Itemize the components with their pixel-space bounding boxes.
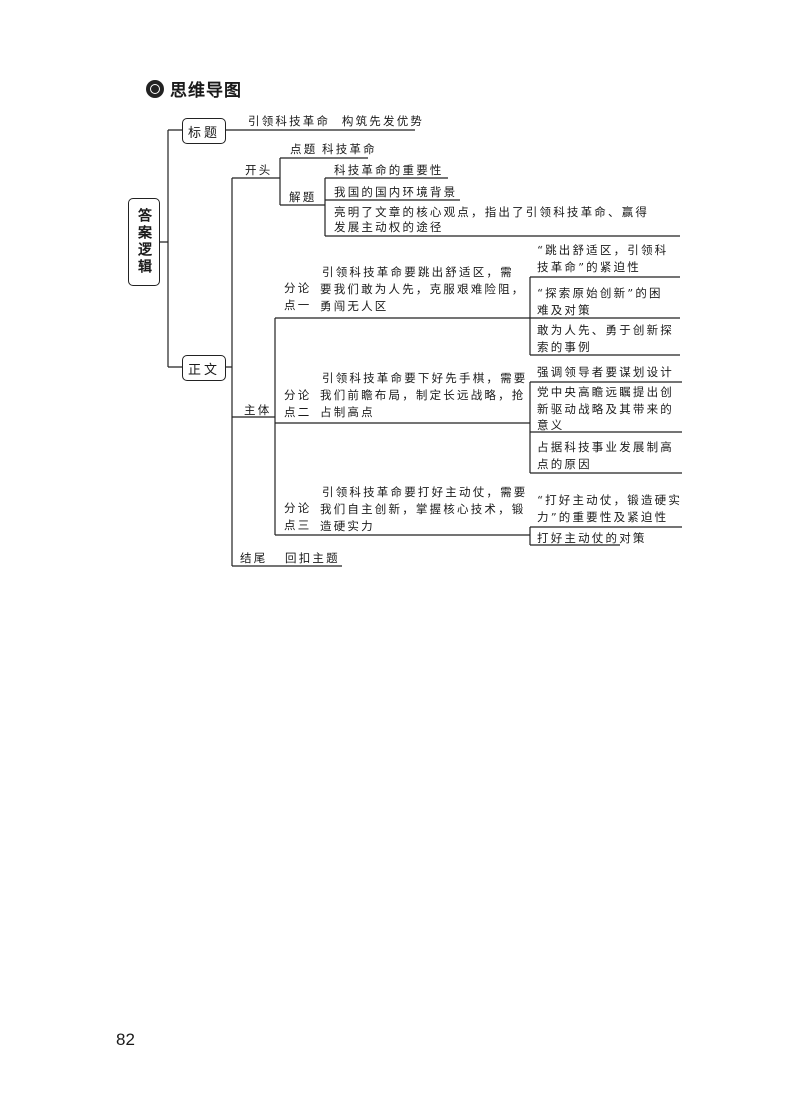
page-number: 82 — [116, 1030, 135, 1049]
sub-item: 占据科技事业发展制高点的原因 — [537, 440, 674, 471]
point-text: 科技革命 — [322, 142, 377, 156]
sub-item: 打好主动仗的对策 — [537, 531, 647, 545]
explain-label: 解题 — [289, 190, 317, 204]
sub-label: 分论点一 — [284, 281, 312, 312]
explain-item: 我国的国内环境背景 — [334, 185, 458, 199]
section-header: 思维导图 — [146, 76, 242, 101]
point-label: 点题 — [290, 142, 318, 156]
title-node: 标题 — [182, 118, 226, 144]
body-node: 正文 — [182, 355, 226, 381]
explain-item: 发展主动权的途径 — [334, 220, 444, 234]
sub-text: 引领科技革命要跳出舒适区，需要我们敢为人先，克服艰难险阻，勇闯无人区 — [320, 265, 526, 313]
sub-item: “打好主动仗，锻造硬实力”的重要性及紧迫性 — [537, 493, 683, 524]
sub-item: 党中央高瞻远瞩提出创新驱动战略及其带来的意义 — [537, 385, 674, 432]
root-node: 答案逻辑 — [128, 198, 160, 286]
explain-item: 亮明了文章的核心观点，指出了引领科技革命、赢得 — [334, 205, 650, 219]
main-label: 主体 — [244, 403, 272, 417]
title-text: 引领科技革命 构筑先发优势 — [248, 114, 425, 128]
explain-item: 科技革命的重要性 — [334, 163, 444, 177]
sub-item: “跳出舒适区，引领科技革命”的紧迫性 — [537, 243, 669, 274]
mindmap-badge-icon — [146, 79, 164, 98]
opening-label: 开头 — [245, 163, 273, 177]
section-title: 思维导图 — [170, 81, 242, 101]
sub-label: 分论点三 — [284, 501, 312, 532]
sub-label: 分论点二 — [284, 388, 312, 419]
sub-item: 强调领导者要谋划设计 — [537, 365, 674, 379]
sub-text: 引领科技革命要下好先手棋，需要我们前瞻布局，制定长远战略，抢占制高点 — [320, 371, 528, 419]
ending-label: 结尾 — [240, 551, 268, 565]
sub-item: “探索原始创新”的困难及对策 — [537, 286, 663, 317]
ending-text: 回扣主题 — [285, 551, 340, 565]
sub-text: 引领科技革命要打好主动仗，需要我们自主创新，掌握核心技术，锻造硬实力 — [320, 485, 528, 533]
sub-item: 敢为人先、勇于创新探索的事例 — [537, 323, 674, 354]
